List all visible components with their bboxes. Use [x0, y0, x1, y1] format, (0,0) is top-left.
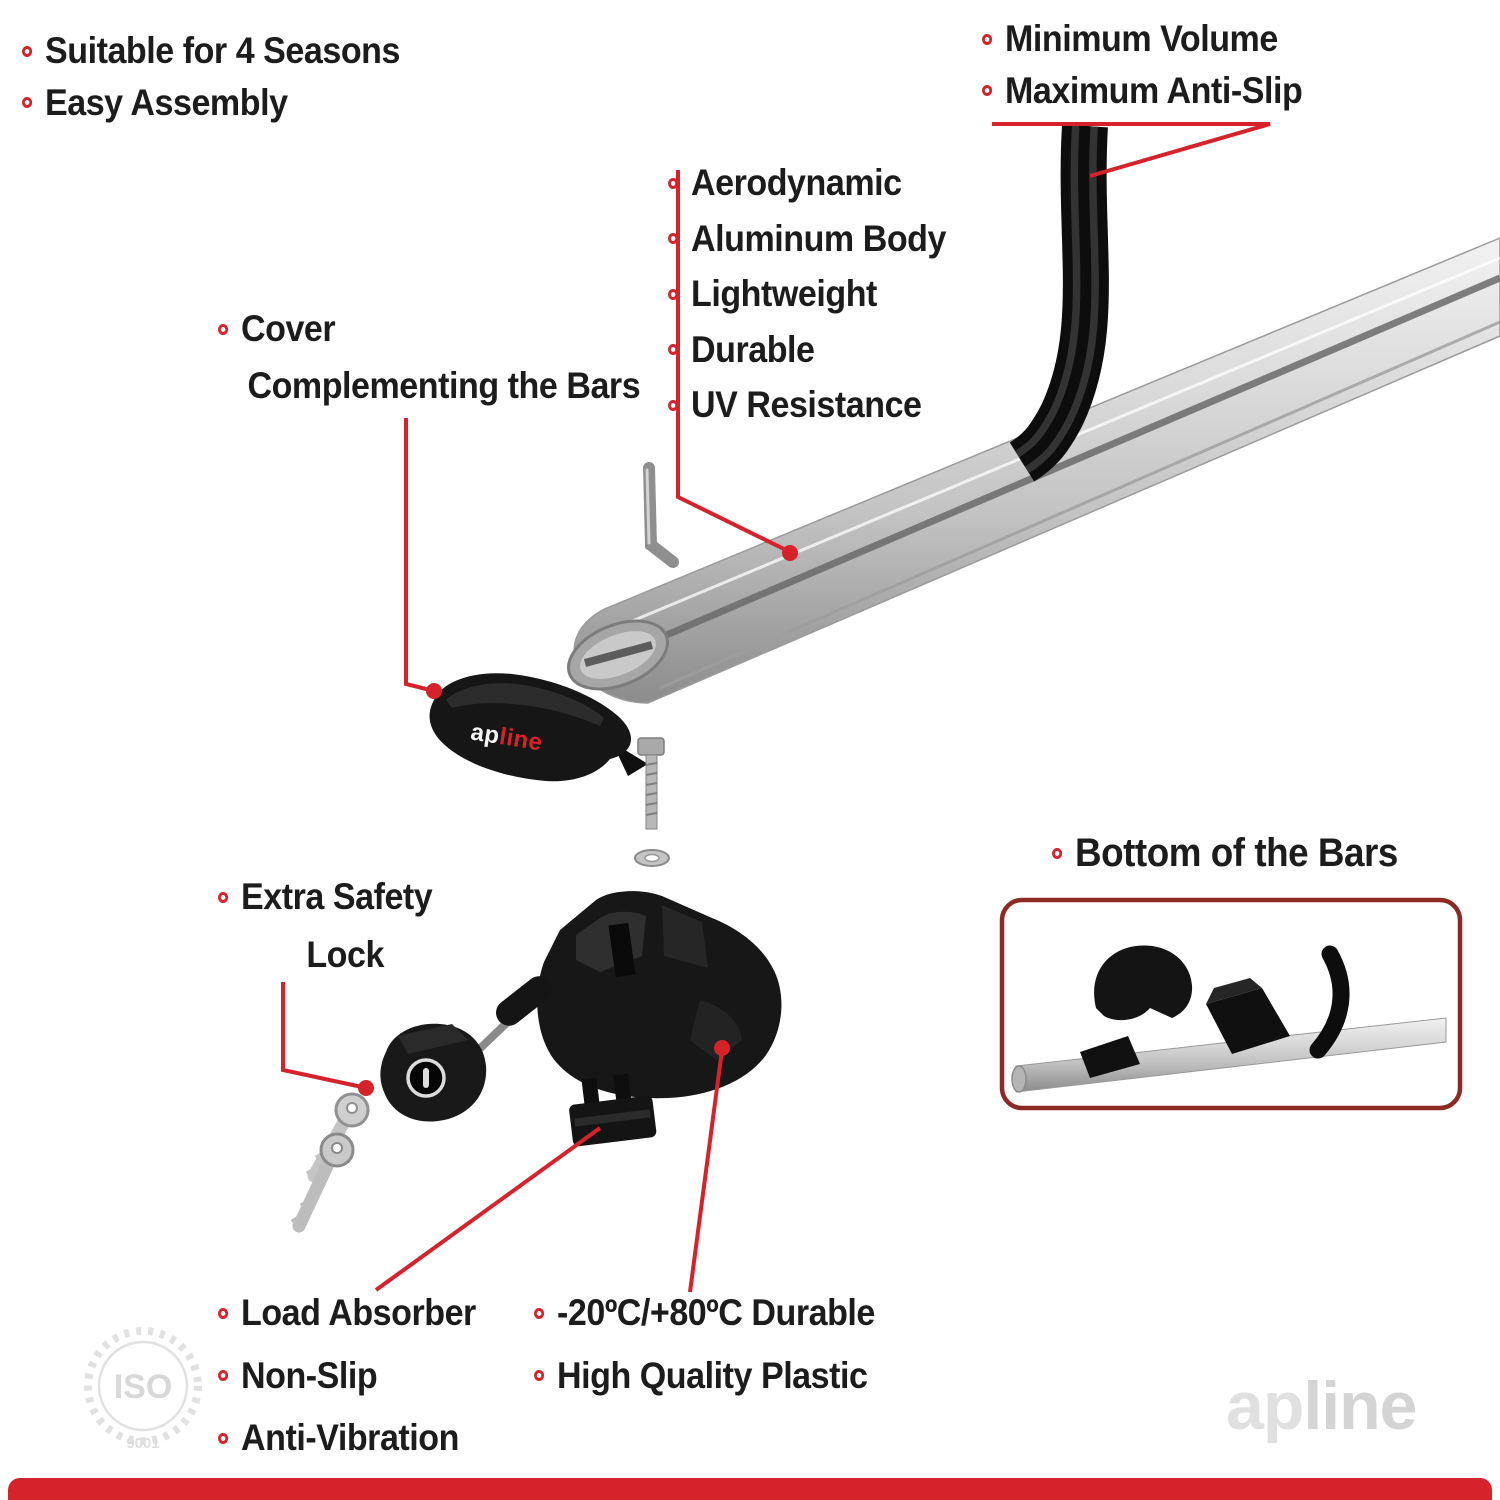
bullet-icon	[668, 177, 679, 189]
bullet-icon	[668, 399, 679, 411]
cover-marker-dot	[426, 683, 442, 699]
material-feature-list: -20ºC/+80ºC Durable High Quality Plastic	[534, 1292, 875, 1397]
list-item: Maximum Anti-Slip	[982, 69, 1303, 113]
bullet-icon	[1052, 847, 1063, 859]
bar-marker-dot	[782, 545, 798, 561]
feature-text: Easy Assembly	[45, 81, 288, 123]
watermark-logo-part1: ap	[1226, 1368, 1304, 1444]
iso-text: ISO	[114, 1368, 173, 1406]
feature-text: Suitable for 4 Seasons	[45, 30, 400, 71]
feature-text: Maximum Anti-Slip	[1005, 69, 1303, 111]
bullet-icon	[982, 85, 993, 97]
label-text: Bottom of the Bars	[1075, 831, 1398, 875]
bullet-icon	[218, 1307, 229, 1319]
feature-text: High Quality Plastic	[557, 1354, 868, 1396]
list-item: Minimum Volume	[982, 18, 1302, 61]
bracket-marker-dot	[714, 1040, 730, 1056]
list-item: UV Resistance	[668, 384, 946, 427]
list-item: Aerodynamic	[668, 162, 946, 205]
keys-illustration	[290, 1092, 370, 1233]
feature-text: Minimum Volume	[1005, 18, 1278, 59]
feature-text: Load Absorber	[241, 1292, 476, 1333]
bullet-icon	[218, 891, 229, 903]
washer-illustration	[634, 849, 670, 867]
list-item: Extra Safety	[218, 876, 433, 919]
cover-logo-part2: line	[497, 723, 544, 756]
foot-bracket-illustration	[537, 891, 782, 1099]
bullet-icon	[218, 1370, 229, 1382]
cover-label: Cover Complementing the Bars	[218, 308, 641, 408]
annotation-lines	[281, 122, 1271, 1293]
bar-feature-list: Aerodynamic Aluminum Body Lightweight Du…	[668, 162, 946, 427]
bullet-icon	[534, 1370, 545, 1382]
list-item: Lightweight	[668, 273, 946, 316]
label-text: Complementing the Bars	[247, 364, 641, 406]
bullet-icon	[22, 45, 33, 57]
foot-feature-list: Load Absorber Non-Slip Anti-Vibration	[218, 1292, 476, 1460]
lock-marker-dot	[358, 1080, 374, 1096]
list-item: High Quality Plastic	[534, 1355, 875, 1398]
feature-text: Non-Slip	[241, 1354, 378, 1396]
bottom-view-inset-illustration	[999, 897, 1463, 1111]
list-item: Load Absorber	[218, 1292, 476, 1335]
list-item: Cover	[218, 308, 640, 351]
list-item: Non-Slip	[218, 1355, 476, 1398]
bolt-illustration	[637, 737, 665, 830]
top-left-feature-list: Suitable for 4 Seasons Easy Assembly	[22, 30, 400, 124]
feature-text: Aerodynamic	[691, 162, 902, 203]
allen-key-illustration	[643, 462, 679, 568]
feature-text: Aluminum Body	[691, 217, 946, 259]
list-item: Suitable for 4 Seasons	[22, 30, 400, 73]
bullet-icon	[668, 288, 679, 300]
feature-text: UV Resistance	[691, 384, 922, 426]
bullet-icon	[668, 344, 679, 356]
cover-part-illustration: apline	[429, 673, 648, 782]
label-text: Cover	[241, 308, 336, 349]
list-item: Easy Assembly	[22, 82, 400, 125]
label-text: Extra Safety	[241, 876, 433, 917]
lock-illustration	[380, 976, 552, 1122]
bottom-of-bars-label: Bottom of the Bars	[1052, 830, 1398, 876]
feature-text: -20ºC/+80ºC Durable	[557, 1292, 875, 1333]
list-item: Complementing the Bars	[218, 365, 640, 408]
cover-logo-part1: ap	[469, 719, 502, 750]
bar-end-cap	[566, 619, 670, 691]
feature-text: Anti-Vibration	[241, 1417, 459, 1459]
apline-watermark: apline	[1226, 1372, 1418, 1440]
feature-text: Durable	[691, 328, 815, 370]
cover-logo: apline	[469, 719, 545, 757]
bottom-accent-strip	[8, 1478, 1492, 1500]
bullet-icon	[218, 323, 229, 335]
watermark-logo-part2: line	[1303, 1368, 1417, 1444]
feature-text: Lightweight	[691, 273, 877, 315]
list-item: Durable	[668, 329, 946, 372]
bullet-icon	[218, 1432, 229, 1444]
list-item: Aluminum Body	[668, 218, 946, 261]
list-item: -20ºC/+80ºC Durable	[534, 1292, 875, 1335]
bullet-icon	[22, 97, 33, 109]
rubber-strip-illustration	[1009, 124, 1109, 482]
list-item: Lock	[218, 934, 432, 977]
top-right-feature-list: Minimum Volume Maximum Anti-Slip	[982, 18, 1303, 113]
bullet-icon	[982, 33, 993, 45]
iso-subtext: 9001	[126, 1435, 159, 1452]
bullet-icon	[534, 1307, 545, 1319]
safety-lock-label: Extra Safety Lock	[218, 876, 433, 977]
list-item: Bottom of the Bars	[1052, 830, 1398, 876]
list-item: Anti-Vibration	[218, 1417, 476, 1460]
iso-watermark: ISO 9001	[84, 1327, 202, 1452]
label-text: Lock	[306, 933, 384, 975]
bullet-icon	[668, 233, 679, 245]
